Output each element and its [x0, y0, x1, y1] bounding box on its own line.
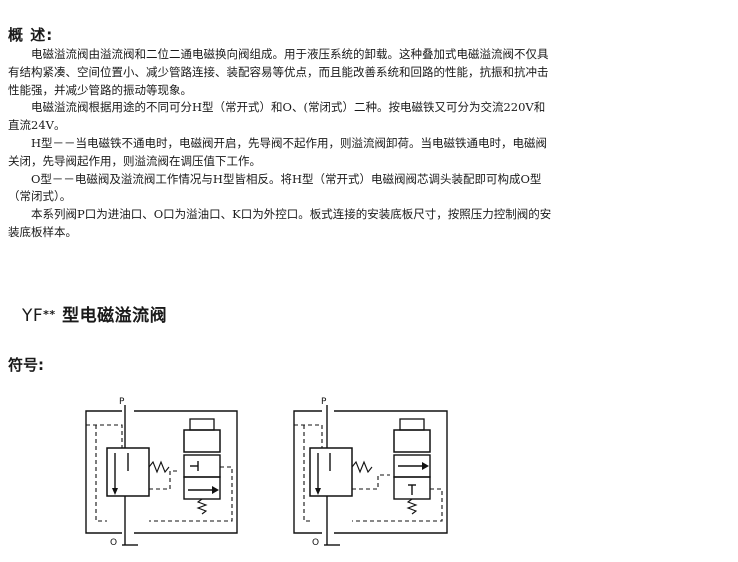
paragraph-o-type: O型－－电磁阀及溢流阀工作情况与H型皆相反。将H型（常开式）电磁阀阀芯调头装配即…: [8, 171, 542, 204]
overview-body: 电磁溢流阀由溢流阀和二位二通电磁换向阀组成。用于液压系统的卸载。这种叠加式电磁溢…: [8, 46, 553, 242]
paragraph-h-type: H型－－当电磁铁不通电时，电磁阀开启，先导阀不起作用，则溢流阀卸荷。当电磁铁通电…: [8, 135, 548, 168]
model-title: YF** 型电磁溢流阀: [22, 301, 167, 326]
port-p-label-1: P: [119, 397, 125, 407]
port-o-label-2: O: [312, 538, 319, 548]
model-suffix: 型电磁溢流阀: [55, 306, 168, 326]
model-stars: **: [43, 308, 56, 321]
model-prefix: YF: [22, 306, 44, 326]
symbol-label: 符号:: [8, 356, 44, 374]
symbol-diagram-h: P O: [85, 397, 238, 548]
paragraph-types: 电磁溢流阀根据用途的不同可分H型（常开式）和O、(常闭式）二种。按电磁铁又可分为…: [8, 100, 546, 133]
overview-title: 概 述:: [8, 26, 54, 44]
paragraph-ports: 本系列阀P口为进油口、O口为溢油口、K口为外控口。板式连接的安装底板尺寸，按照压…: [8, 207, 552, 239]
paragraph-intro: 电磁溢流阀由溢流阀和二位二通电磁换向阀组成。用于液压系统的卸载。这种叠加式电磁溢…: [8, 47, 549, 97]
port-p-label-2: P: [321, 397, 327, 407]
port-o-label-1: O: [110, 538, 117, 548]
symbol-diagram-o: P O: [293, 397, 448, 548]
